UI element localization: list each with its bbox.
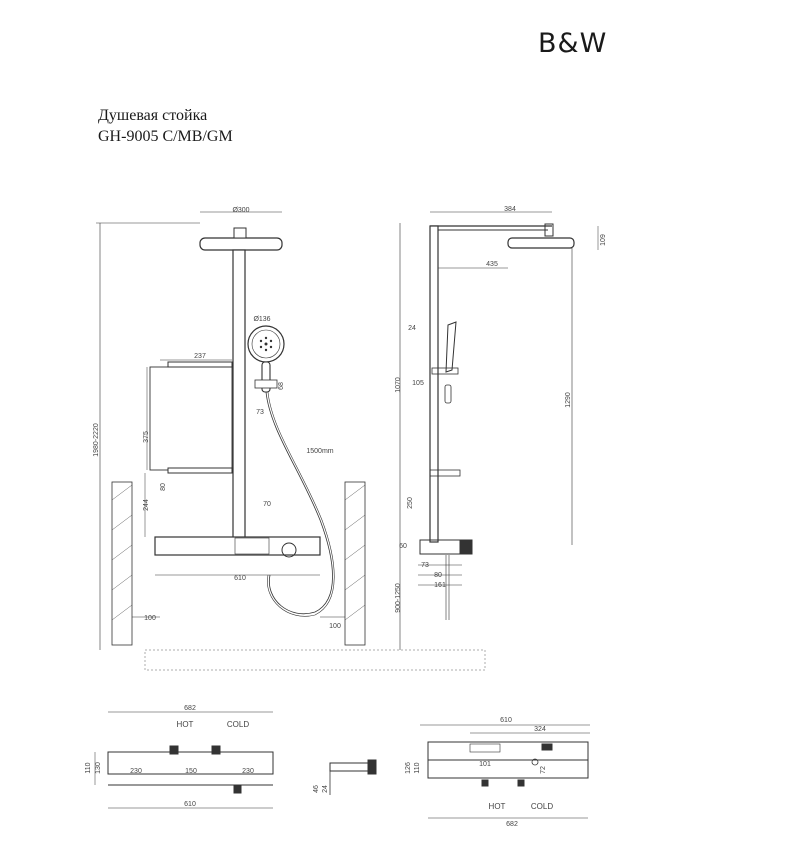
dim-left-offset: 100 bbox=[144, 615, 156, 622]
product-model: GH-9005 C/MB/GM bbox=[98, 128, 233, 145]
dim-right-depth-c: 72 bbox=[540, 766, 547, 774]
title-block: Душевая стойка GH-9005 C/MB/GM bbox=[98, 105, 233, 147]
dim-seg-b: 150 bbox=[185, 768, 197, 775]
product-name: Душевая стойка bbox=[98, 107, 208, 124]
top-view-left bbox=[94, 711, 274, 809]
dim-right-depth-a: 126 bbox=[405, 762, 412, 774]
dim-top-width: 682 bbox=[184, 705, 196, 712]
dim-seg-c: 230 bbox=[242, 768, 254, 775]
dim-base-80: 80 bbox=[434, 572, 442, 579]
dim-depth-b: 130 bbox=[95, 762, 102, 774]
dim-right-height: 1290 bbox=[565, 392, 572, 408]
dim-base-left: 60 bbox=[399, 543, 407, 550]
dim-shelf-gap: 244 bbox=[143, 499, 150, 511]
dim-seg-a: 230 bbox=[130, 768, 142, 775]
label-cold: COLD bbox=[227, 720, 249, 729]
dim-bar-width: 610 bbox=[234, 575, 246, 582]
dim-head-diameter: Ø300 bbox=[232, 207, 249, 214]
dim-hand-height: 68 bbox=[278, 382, 285, 390]
mid-view bbox=[329, 759, 377, 795]
side-view bbox=[399, 211, 599, 650]
dim-head-height: 109 bbox=[600, 234, 607, 246]
front-view bbox=[96, 211, 366, 650]
dim-right-inner-width: 324 bbox=[534, 726, 546, 733]
dim-slider-height: 1070 bbox=[395, 377, 402, 393]
dim-right-top-width: 610 bbox=[500, 717, 512, 724]
dim-holder: 70 bbox=[263, 501, 271, 508]
top-view-right bbox=[420, 724, 590, 819]
dim-lower-height: 250 bbox=[407, 497, 414, 509]
label-right-hot: HOT bbox=[489, 802, 506, 811]
dim-mid-h1: 46 bbox=[313, 785, 320, 793]
dim-base-73: 73 bbox=[421, 562, 429, 569]
dim-bottom-width: 610 bbox=[184, 801, 196, 808]
dim-mid-height: 105 bbox=[412, 380, 424, 387]
dim-right-depth-b: 110 bbox=[414, 762, 421, 773]
dim-arm-length: 384 bbox=[504, 206, 516, 213]
dim-shelf-width: 237 bbox=[194, 353, 206, 360]
dim-right-bottom-width: 682 bbox=[506, 821, 518, 828]
dim-mid-h2: 24 bbox=[322, 785, 329, 793]
dim-right-offset: 100 bbox=[329, 623, 341, 630]
dim-base-161: 161 bbox=[434, 582, 446, 589]
label-hot: HOT bbox=[177, 720, 194, 729]
dim-hand-diameter: Ø136 bbox=[253, 316, 270, 323]
dim-base-offset: 80 bbox=[160, 483, 167, 491]
dim-hand-size: 73 bbox=[256, 409, 264, 416]
dim-pipe-height: 24 bbox=[408, 325, 416, 332]
dim-shelf-height: 375 bbox=[143, 431, 150, 443]
brand-logo: B&W bbox=[538, 28, 608, 59]
dim-head-offset: 435 bbox=[486, 261, 498, 268]
label-right-cold: COLD bbox=[531, 802, 553, 811]
dim-hose-len: 1500mm bbox=[306, 448, 333, 455]
dim-right-inner-a: 101 bbox=[479, 761, 491, 768]
dim-depth-a: 110 bbox=[85, 762, 92, 773]
dim-floor-height: 900-1250 bbox=[395, 583, 402, 613]
dim-overall-height: 1980-2220 bbox=[93, 423, 100, 457]
